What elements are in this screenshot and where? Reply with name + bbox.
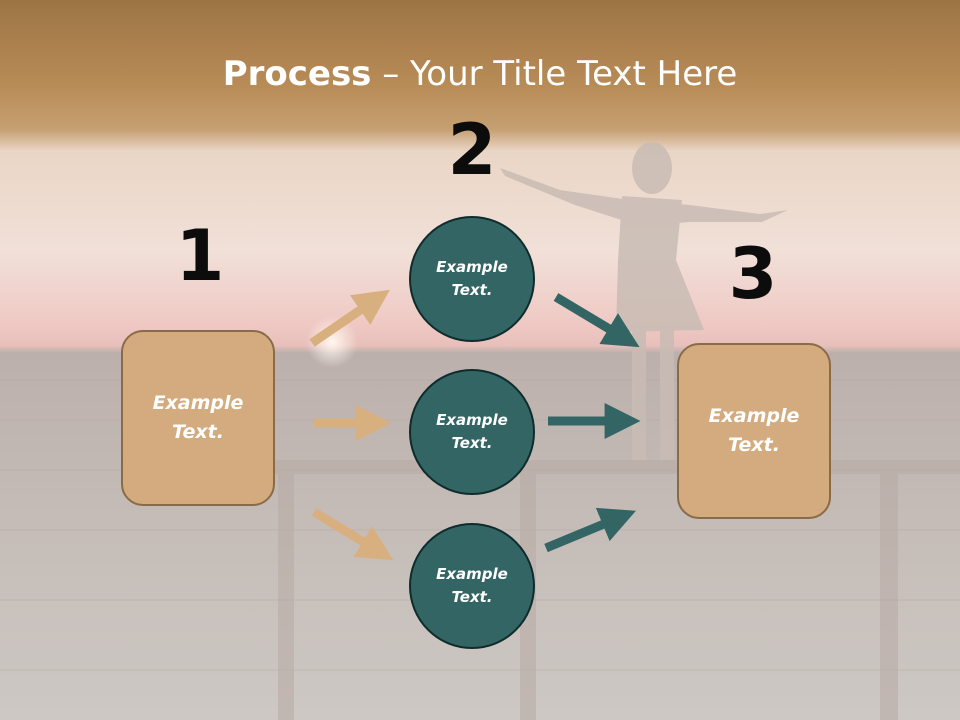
step-number-1: 1 — [175, 215, 225, 297]
step-2-circle-bottom[interactable]: Example Text. — [409, 523, 535, 649]
step-1-box[interactable]: Example Text. — [121, 330, 275, 506]
step-3-box-text: Example Text. — [708, 405, 800, 456]
slide-title: Process – Your Title Text Here — [0, 50, 960, 98]
step-2-circle-top[interactable]: Example Text. — [409, 216, 535, 342]
step-2-circle-middle[interactable]: Example Text. — [409, 369, 535, 495]
step-3-box[interactable]: Example Text. — [677, 343, 831, 519]
title-strong: Process — [222, 54, 372, 94]
title-rest: – Your Title Text Here — [371, 54, 738, 94]
circle-top-text: Example Text. — [436, 258, 508, 299]
circle-bottom-text: Example Text. — [436, 565, 508, 606]
step-1-box-text: Example Text. — [152, 392, 244, 443]
step-number-2: 2 — [447, 109, 497, 191]
step-number-3: 3 — [728, 233, 778, 315]
circle-middle-text: Example Text. — [436, 411, 508, 452]
